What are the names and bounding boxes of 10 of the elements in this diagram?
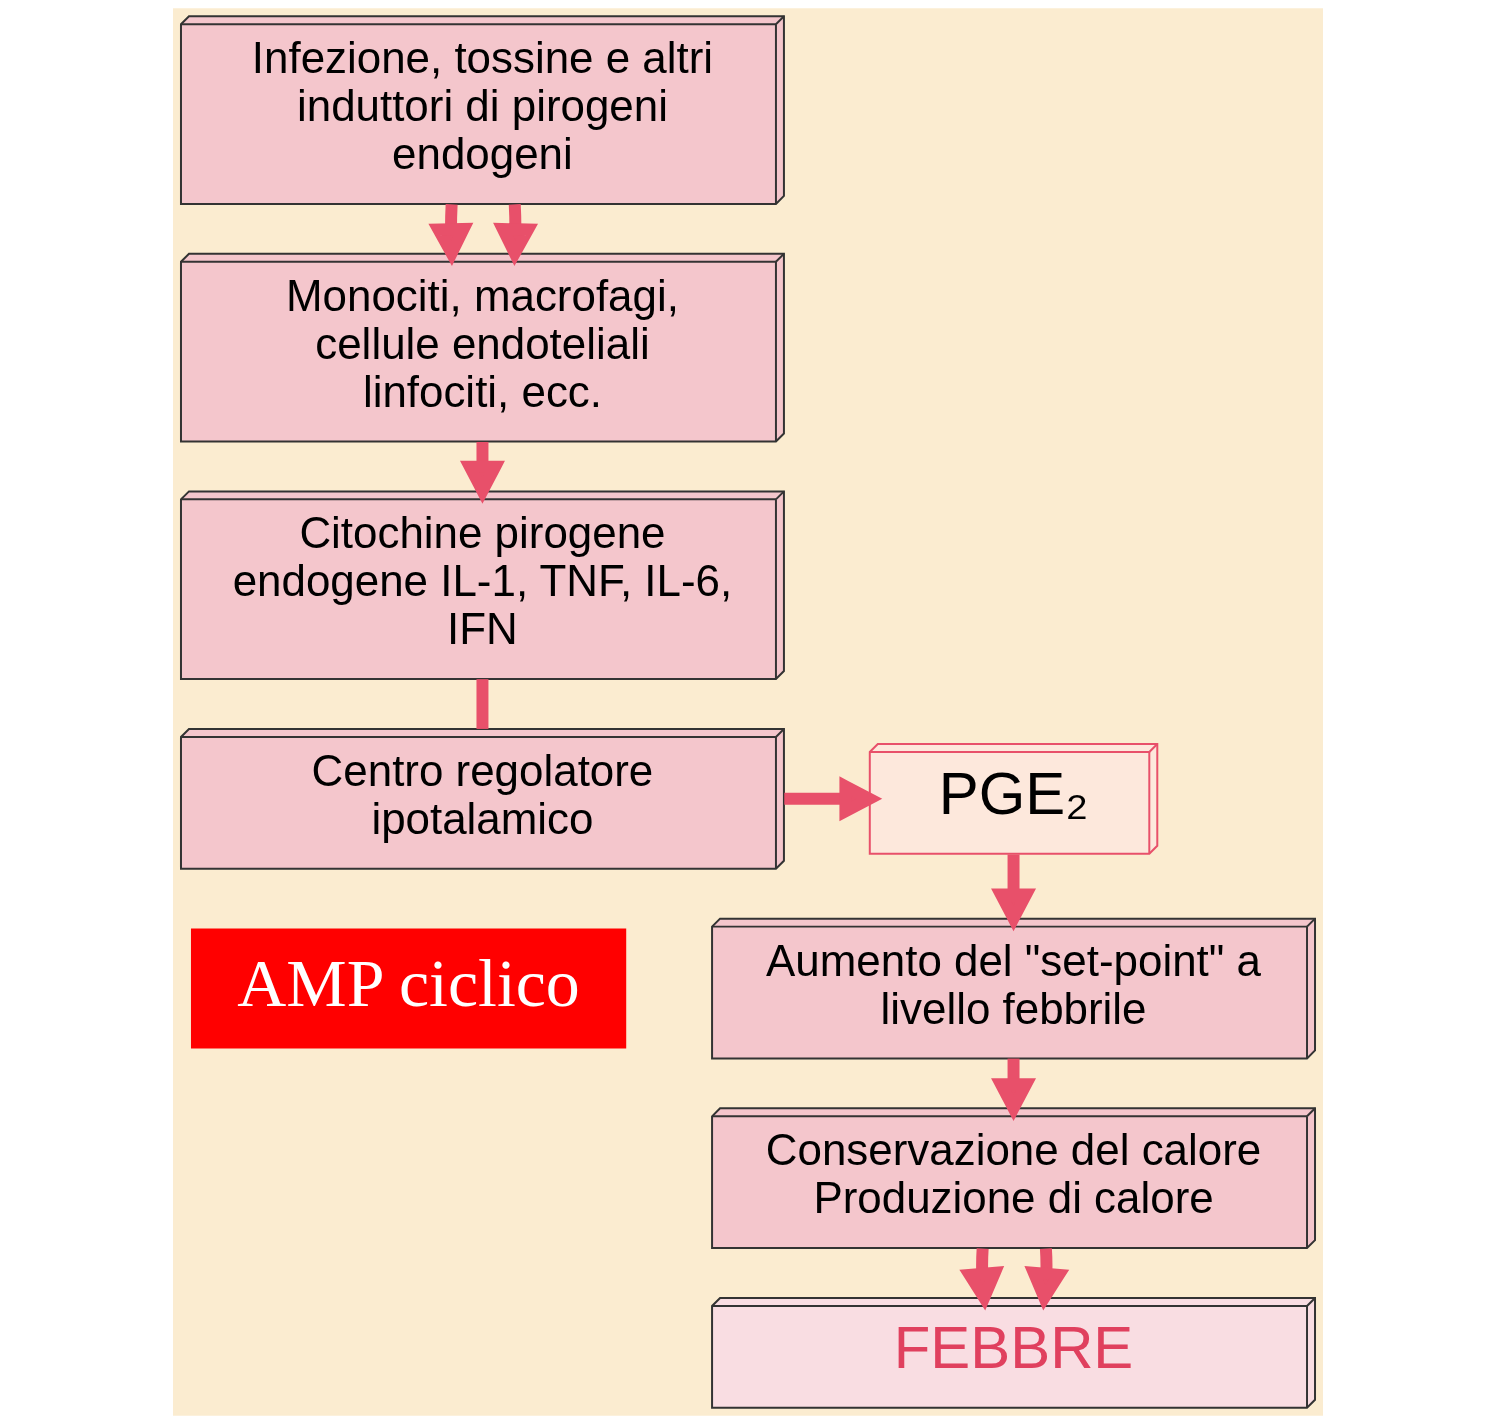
node-box: AMP ciclico bbox=[190, 928, 626, 1049]
arrow bbox=[990, 854, 1036, 932]
arrow bbox=[990, 1058, 1036, 1121]
arrow bbox=[492, 204, 538, 267]
arrow bbox=[459, 441, 505, 504]
arrow bbox=[427, 204, 473, 267]
connector bbox=[475, 679, 488, 729]
arrow bbox=[783, 776, 882, 822]
arrow bbox=[1023, 1248, 1069, 1311]
arrow bbox=[958, 1248, 1004, 1311]
